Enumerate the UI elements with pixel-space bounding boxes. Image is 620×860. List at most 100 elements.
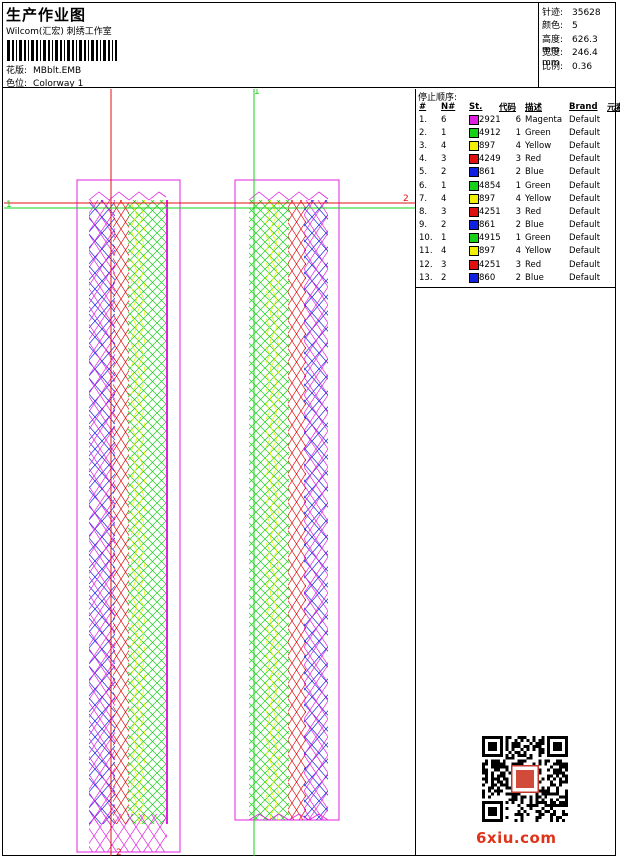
thread-description: Red (525, 154, 542, 165)
barcode-bar (24, 40, 26, 61)
color-swatch (469, 272, 479, 283)
stat-colors: 颜色:5 (542, 21, 578, 31)
color-swatch (469, 180, 479, 191)
stitch-count-cell: 897 (467, 139, 497, 152)
left-strip (76, 179, 181, 853)
stat-width: 宽度:246.4 mm (542, 48, 598, 68)
thread-brand: Default (569, 114, 601, 125)
stitch-count: 4915 (479, 233, 501, 244)
qr-code (482, 736, 568, 822)
barcode-bar (100, 40, 101, 61)
thread-description: Yellow (525, 193, 552, 204)
thread-brand: Default (569, 167, 601, 178)
stop-index: 7. (419, 193, 428, 204)
thread-brand: Default (569, 154, 601, 165)
thread-description: Green (525, 233, 551, 244)
element-cell (605, 219, 620, 232)
stop-index: 4. (419, 154, 428, 165)
barcode-bar (60, 40, 62, 61)
barcode-bar (48, 40, 50, 61)
stat-stitches: 针迹:35628 (542, 8, 601, 18)
color-swatch (469, 127, 479, 138)
left-edge-line (166, 200, 168, 824)
element-cell (605, 153, 620, 166)
thread-code: 3 (515, 206, 521, 217)
element-cell (605, 113, 620, 126)
thread-code: 1 (515, 233, 521, 244)
stitch-count: 897 (479, 246, 496, 257)
element-cell (605, 258, 620, 271)
needle-number: 4 (441, 140, 447, 151)
stitch-count: 4251 (479, 259, 501, 270)
stitch-count: 897 (479, 140, 496, 151)
guide-label-h2: 2 (403, 194, 409, 204)
right-bottom-edge (248, 813, 329, 821)
stitch-count-cell: 4249 (467, 153, 501, 166)
thread-description: Yellow (525, 140, 552, 151)
needle-number: 3 (441, 259, 447, 270)
color-swatch (469, 233, 479, 244)
stitch-count-cell: 4912 (467, 126, 501, 139)
guide-label-v1: 1 (254, 89, 260, 97)
embroidery-preview-canvas: 1 1 2 2 (4, 89, 415, 856)
thread-code: 1 (515, 127, 521, 138)
thread-code: 4 (515, 193, 521, 204)
stitch-count: 861 (479, 220, 496, 231)
needle-number: 6 (441, 114, 447, 125)
watermark-text: 6xiu.com (476, 829, 557, 847)
color-swatch (469, 167, 479, 178)
stitch-count: 4251 (479, 206, 501, 217)
element-cell (605, 271, 620, 284)
page-subtitle: Wilcom(汇宏) 刺绣工作室 (6, 27, 112, 37)
barcode-bar (115, 40, 117, 61)
stitch-count-cell: 861 (467, 219, 497, 232)
color-swatch (469, 259, 479, 270)
stitch-count: 897 (479, 193, 496, 204)
header-panel: 生产作业图 Wilcom(汇宏) 刺绣工作室 花版:MBblt.EMB 色位:C… (2, 2, 539, 89)
stitch-count-cell: 4854 (467, 179, 501, 192)
needle-number: 3 (441, 206, 447, 217)
stat-height: 高度:626.3 mm (542, 35, 598, 55)
thread-description: Blue (525, 272, 544, 283)
thread-description: Green (525, 180, 551, 191)
stop-index: 2. (419, 127, 428, 138)
left-magenta-base (89, 814, 167, 852)
thread-brand: Default (569, 127, 601, 138)
thread-code: 1 (515, 180, 521, 191)
thread-code: 6 (515, 114, 521, 125)
barcode-bar (28, 40, 29, 61)
color-swatch (469, 246, 479, 257)
column-header: 元素 (607, 103, 620, 113)
thread-brand: Default (569, 233, 601, 244)
design-name-label: 花版: (6, 66, 28, 76)
thread-brand: Default (569, 193, 601, 204)
right-top-edge (248, 191, 329, 201)
needle-number: 1 (441, 180, 447, 191)
colorway-row: 色位:Colorway 1 (6, 76, 83, 89)
design-name-value: MBblt.EMB (33, 66, 82, 76)
color-swatch (469, 140, 479, 151)
stitch-count-cell: 4251 (467, 258, 501, 271)
stop-index: 5. (419, 167, 428, 178)
element-cell (605, 126, 620, 139)
needle-number: 1 (441, 127, 447, 138)
thread-brand: Default (569, 246, 601, 257)
needle-number: 2 (441, 220, 447, 231)
stop-index: 13. (419, 272, 433, 283)
barcode-bar (108, 40, 110, 61)
colorway-label: 色位: (6, 79, 28, 89)
barcode-bar (72, 40, 74, 61)
thread-description: Blue (525, 220, 544, 231)
design-name-row: 花版: MBblt.EMB (6, 63, 81, 76)
thread-code: 4 (515, 246, 521, 257)
